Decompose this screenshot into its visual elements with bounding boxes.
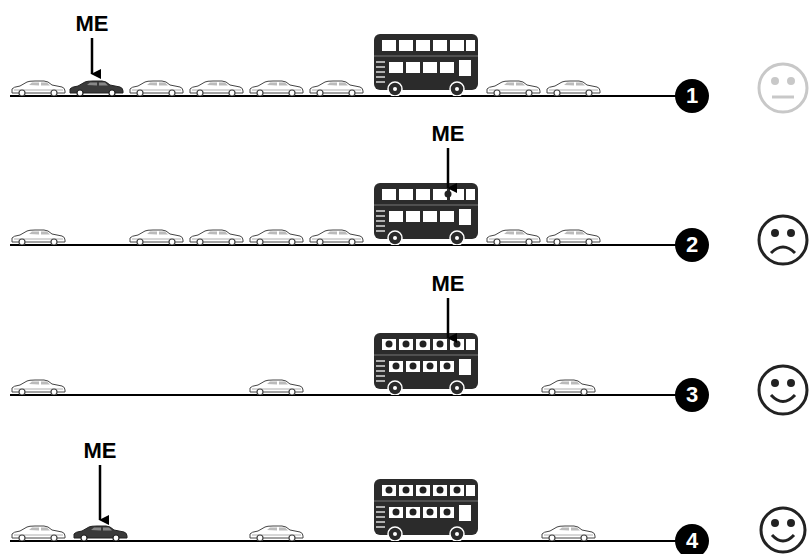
step-number: 4 [675,524,709,554]
car [130,81,183,96]
car [130,230,183,245]
full-bus [374,479,478,541]
my-car [70,81,123,96]
sad-face [759,216,807,264]
bus [374,34,478,96]
step-number: 3 [675,378,709,412]
bus [374,183,478,245]
pointer-arrow [447,298,450,338]
car [542,380,595,395]
me-label: ME [432,273,465,295]
step-number: 1 [675,79,709,113]
my-car [74,526,127,541]
car [12,81,65,96]
full-bus [374,333,478,395]
car [250,526,303,541]
road-line [10,540,680,542]
pointer-arrow [91,38,94,74]
car [190,81,243,96]
happy-face [759,366,807,414]
step-number-text: 2 [686,234,698,256]
passenger-me [445,191,452,198]
car [542,526,595,541]
car [547,230,600,245]
car [12,526,65,541]
step-number-text: 4 [686,530,698,552]
car [12,380,65,395]
step-number: 2 [675,228,709,262]
car [250,380,303,395]
pointer-arrow [99,465,102,520]
car [250,230,303,245]
car [190,230,243,245]
car [310,81,363,96]
car [547,81,600,96]
road-line [10,394,680,396]
me-label: ME [76,13,109,35]
me-label: ME [432,123,465,145]
car [310,230,363,245]
pointer-arrow [447,148,450,188]
car [487,230,540,245]
car [250,81,303,96]
happy-face [761,508,805,552]
me-label: ME [84,440,117,462]
road-line [10,244,680,246]
neutral-face [759,64,807,112]
car [12,230,65,245]
car [487,81,540,96]
step-number-text: 1 [686,85,698,107]
step-number-text: 3 [686,384,698,406]
